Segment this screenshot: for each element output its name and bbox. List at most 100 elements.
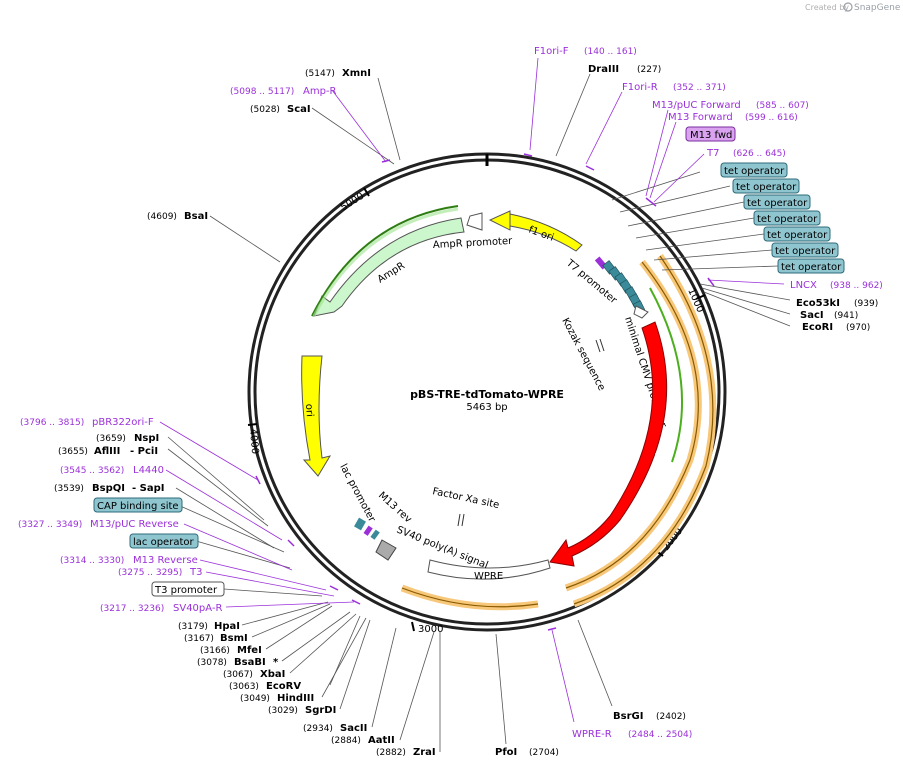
primer-name[interactable]: pBR322ori-F [92,417,154,428]
enzyme-pos: (3659) [96,434,126,444]
enzyme-name[interactable]: NspI [134,433,159,444]
leader-lines [167,73,791,752]
tet-operator-box[interactable] [720,162,788,178]
primer-name[interactable]: M13 Forward [668,112,733,123]
tick-5000 [363,187,370,197]
orf-line-1 [565,261,699,589]
primer-range: (626 .. 645) [733,149,786,159]
f1-ori-arrow[interactable] [488,210,583,252]
primer-range: (599 .. 616) [745,113,798,123]
t3-promoter-label: T3 promoter [154,585,218,596]
enzyme-name[interactable]: MfeI [237,645,262,656]
tet-operator-box[interactable] [763,226,831,242]
tick-3000 [411,621,415,632]
m13-fwd-box[interactable] [685,126,736,142]
enzyme-name[interactable]: Eco53kI [796,298,840,309]
enzyme-pos: (3166) [200,646,230,656]
tdtomato-arrow[interactable] [549,321,668,567]
tet-operator-label: tet operator [767,230,828,241]
sv40-block[interactable] [375,539,397,561]
tick-1000 [695,294,706,300]
enzyme-name[interactable]: BsaI [184,211,208,222]
enzyme-pos: (5028) [250,105,280,115]
enzyme-pos: (2884) [331,736,361,746]
enzyme-pos: (3049) [240,694,270,704]
primer-name[interactable]: M13 Reverse [133,555,198,566]
enzyme-pos: (2402) [656,712,686,722]
primer-name[interactable]: M13/pUC Forward [652,100,741,111]
primer-range: (3796 .. 3815) [20,418,84,428]
primer-name[interactable]: F1ori-R [622,82,658,93]
tick-label-4000: 4000 [247,428,260,454]
enzyme-name[interactable]: BsaBI [234,657,266,668]
enzyme-labels: (5147) XmnI (5028) ScaI (4609) BsaI DraI… [54,64,878,758]
tick-4000 [247,423,258,426]
cap-binding-site-box[interactable] [93,497,183,513]
enzyme-name[interactable]: XbaI [260,669,285,680]
primer-name[interactable]: LNCX [790,280,817,291]
tet-operator-box[interactable] [753,210,821,226]
orf-line-2 [573,255,714,605]
enzyme-name[interactable]: EcoRI [802,322,833,333]
enzyme-pos: (2882) [376,748,406,758]
enzyme-name[interactable]: SgrDI [305,705,336,716]
primer-name[interactable]: SV40pA-R [173,603,222,614]
backbone [247,152,727,632]
enzyme-pos: (3655) [58,447,88,457]
min-cmv-arrow[interactable] [633,305,649,319]
primer-name[interactable]: T3 [189,567,202,578]
enzyme-pos: (3067) [223,670,253,680]
ampr-arrow[interactable] [313,217,465,317]
ori-arrow[interactable] [301,355,332,477]
enzyme-name[interactable]: PfoI [495,747,517,758]
m13-rev-block[interactable] [363,525,373,536]
enzyme-suffix[interactable]: - PciI [130,446,158,457]
tet-operator-box[interactable] [771,242,839,258]
enzyme-name[interactable]: XmnI [342,68,371,79]
enzyme-name[interactable]: AflIII [94,446,120,457]
primer-name[interactable]: F1ori-F [534,46,569,57]
tet-operator-label: tet operator [781,262,842,273]
primer-name[interactable]: M13/pUC Reverse [90,519,179,530]
lac-operator-box[interactable] [129,533,199,549]
primer-range: (2484 .. 2504) [628,730,692,740]
ampr-promoter-arrow[interactable] [466,212,483,231]
credit-created-by: Created by [805,3,849,12]
enzyme-suffix[interactable]: - SapI [132,483,164,494]
kozak-mark [599,338,605,352]
enzyme-pos: (5147) [305,69,335,79]
tet-operator-label: tet operator [747,198,808,209]
enzyme-name[interactable]: AatII [368,735,395,746]
enzyme-pos: (227) [637,65,661,75]
t3-promoter-box[interactable] [151,581,225,597]
m13-fwd-label: M13 fwd [690,130,732,141]
enzyme-name[interactable]: SacII [340,723,367,734]
wpre-arrow[interactable] [427,559,551,580]
enzyme-pos: (3078) [197,658,227,668]
enzyme-pos: (939) [854,299,878,309]
primer-name[interactable]: L4440 [133,465,164,476]
enzyme-name[interactable]: HindIII [277,693,314,704]
enzyme-name[interactable]: SacI [800,310,824,321]
primer-name[interactable]: WPRE-R [572,729,612,740]
enzyme-name[interactable]: BsrGI [613,711,643,722]
tet-operator-box[interactable] [732,178,800,194]
tet-operator-label: tet operator [736,182,797,193]
tet-operator-box[interactable] [743,194,811,210]
primer-name[interactable]: Amp-R [303,86,337,97]
enzyme-name[interactable]: ScaI [287,104,311,115]
lac-operator-block[interactable] [354,517,366,531]
enzyme-name[interactable]: ZraI [413,747,436,758]
tet-operator-box[interactable] [777,258,845,274]
enzyme-name[interactable]: BspQI [92,483,125,494]
enzyme-name[interactable]: EcoRV [266,681,301,692]
enzyme-name[interactable]: HpaI [214,621,240,632]
lac-promoter-label: lac promoter [337,462,377,524]
credit-brand: SnapGene [854,3,901,13]
tet-operator-label: tet operator [757,214,818,225]
primer-name[interactable]: T7 [706,148,719,159]
primer-range: (585 .. 607) [756,101,809,111]
enzyme-name[interactable]: DraIII [588,64,619,75]
enzyme-name[interactable]: BsmI [220,633,248,644]
cap-block[interactable] [370,529,380,540]
